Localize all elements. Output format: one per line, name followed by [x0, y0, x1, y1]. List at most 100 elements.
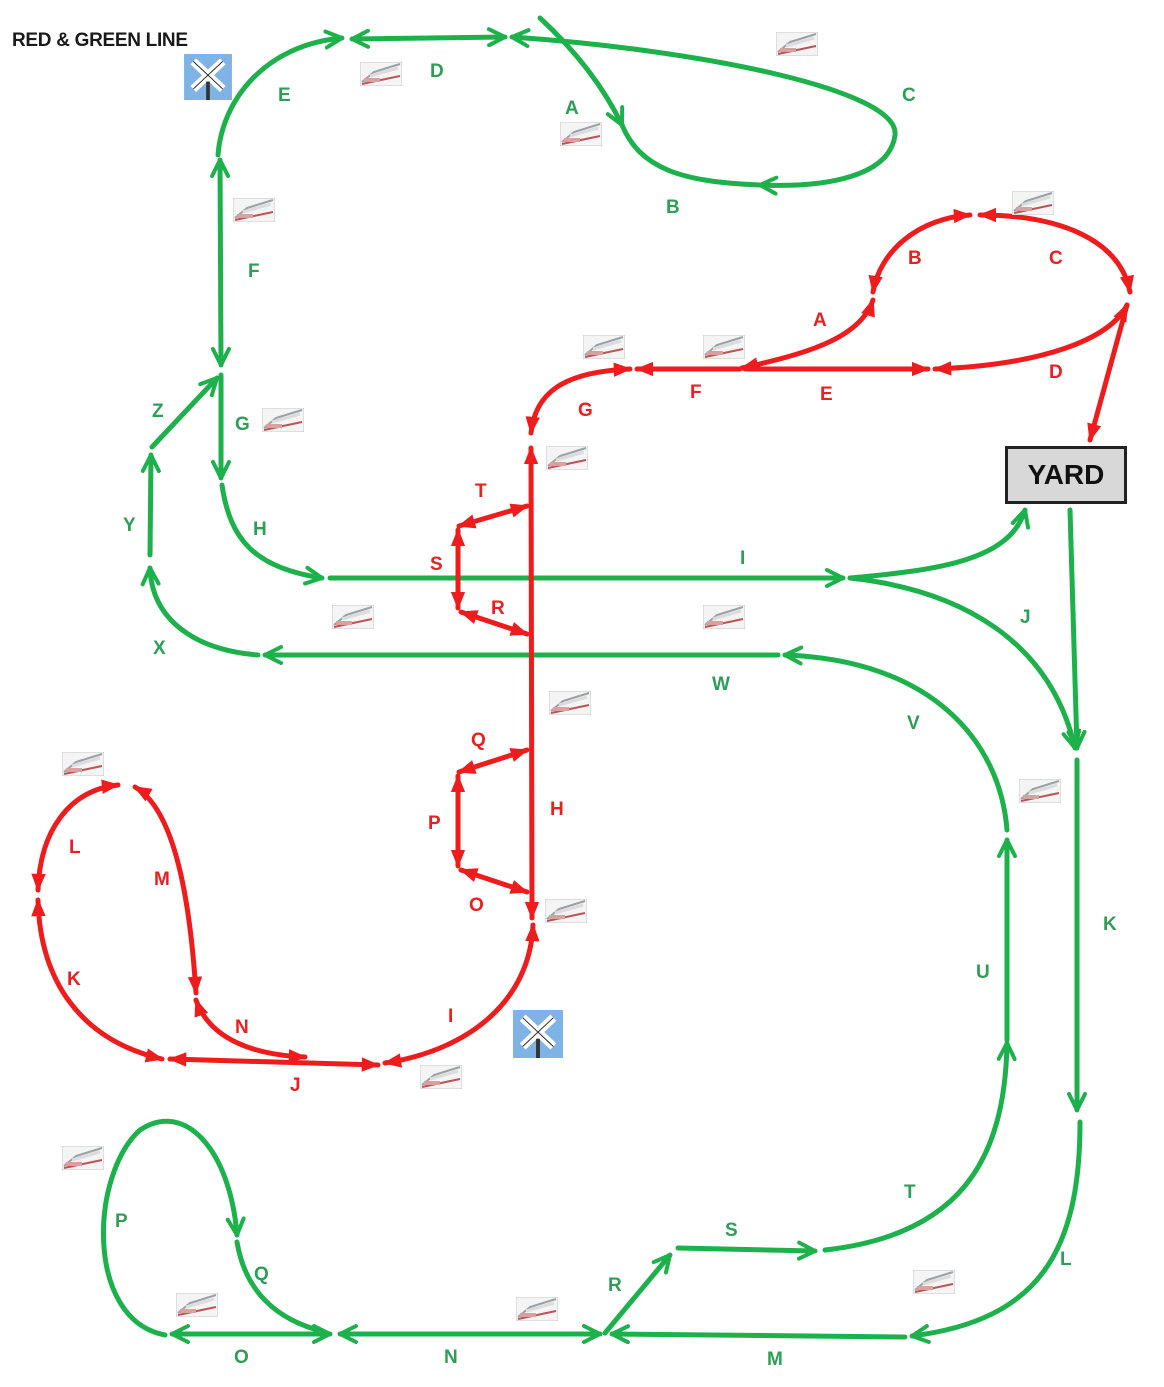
station-photo-icon[interactable] [176, 1293, 218, 1317]
green-track-T [822, 1040, 1017, 1253]
station-photo-icon[interactable] [560, 122, 602, 146]
green-label-X: X [153, 638, 166, 659]
green-label-E: E [278, 85, 291, 106]
red-track-J [167, 1052, 381, 1072]
green-label-S: S [725, 1220, 738, 1241]
red-track-I [382, 922, 540, 1068]
green-label-I: I [740, 548, 745, 569]
red-label-F: F [690, 382, 702, 403]
green-label-R: R [608, 1275, 622, 1296]
red-track-Q [456, 747, 530, 775]
red-label-A: A [813, 310, 827, 331]
red-label-S: S [430, 554, 443, 575]
red-label-L: L [69, 837, 81, 858]
green-label-Z: Z [152, 401, 164, 422]
red-label-J: J [290, 1075, 301, 1096]
station-photo-icon[interactable] [545, 899, 587, 923]
green-track-Z [149, 375, 220, 450]
red-label-H: H [550, 799, 564, 820]
station-photo-icon[interactable] [233, 198, 275, 222]
red-label-C: C [1049, 248, 1063, 269]
green-label-O: O [234, 1347, 249, 1368]
red-label-I: I [448, 1006, 453, 1027]
green-label-A: A [565, 98, 579, 119]
green-track-C [509, 28, 898, 196]
red-label-T: T [475, 481, 487, 502]
red-track-K [31, 897, 165, 1063]
red-track-C [977, 207, 1134, 295]
green-track-V [782, 645, 1010, 833]
station-photo-icon[interactable] [913, 1270, 955, 1294]
green-label-C: C [902, 85, 916, 106]
red-track-H [523, 445, 540, 921]
station-photo-icon[interactable] [62, 752, 104, 776]
green-track-A [537, 15, 625, 128]
red-label-R: R [491, 598, 505, 619]
green-track-S [675, 1240, 818, 1261]
green-label-Y: Y [123, 515, 136, 536]
green-track-yard-exit [1066, 507, 1087, 751]
red-track-yard [1087, 302, 1130, 443]
red-track-A [739, 297, 876, 372]
red-label-M: M [154, 869, 170, 890]
green-label-V: V [907, 713, 920, 734]
green-label-U: U [976, 962, 990, 983]
red-track-M [132, 784, 203, 996]
station-photo-icon[interactable] [546, 446, 588, 470]
green-label-J: J [1020, 607, 1031, 628]
station-photo-icon[interactable] [583, 335, 625, 359]
diagram-title: RED & GREEN LINE [12, 30, 188, 51]
red-label-B: B [908, 248, 922, 269]
station-photo-icon[interactable] [62, 1146, 104, 1170]
station-photo-icon[interactable] [1019, 779, 1061, 803]
station-photo-icon[interactable] [516, 1297, 558, 1321]
green-track-E [215, 29, 345, 158]
red-track-R [458, 609, 530, 637]
red-track-D [932, 302, 1130, 376]
green-track-Y [140, 452, 161, 558]
station-photo-icon[interactable] [703, 605, 745, 629]
green-label-L: L [1060, 1249, 1072, 1270]
green-track-B [619, 122, 763, 188]
station-photo-icon[interactable] [1012, 191, 1054, 215]
green-label-K: K [1103, 914, 1117, 935]
station-photo-icon[interactable] [360, 62, 402, 86]
red-track-L [31, 779, 121, 893]
station-photo-icon[interactable] [420, 1065, 462, 1089]
green-label-T: T [904, 1182, 916, 1203]
green-label-Q: Q [254, 1264, 269, 1285]
green-track-D [349, 27, 508, 49]
red-label-G: G [578, 400, 593, 421]
green-track-X [140, 565, 261, 658]
green-track-I-yard [847, 507, 1031, 581]
red-label-E: E [820, 384, 833, 405]
railroad-crossing-icon [184, 54, 232, 100]
green-label-F: F [248, 261, 260, 282]
green-track-H [219, 482, 325, 586]
red-label-P: P [428, 813, 441, 834]
red-label-Q: Q [471, 730, 486, 751]
red-track-N [193, 997, 308, 1064]
station-photo-icon[interactable] [262, 408, 304, 432]
green-label-B: B [666, 197, 680, 218]
red-track-O [458, 867, 530, 895]
red-label-O: O [469, 895, 484, 916]
station-photo-icon[interactable] [776, 32, 818, 56]
red-track-T [456, 503, 530, 529]
red-label-K: K [67, 969, 81, 990]
red-label-N: N [235, 1017, 249, 1038]
station-photo-icon[interactable] [332, 605, 374, 629]
red-label-D: D [1049, 362, 1063, 383]
station-photo-icon[interactable] [549, 691, 591, 715]
station-photo-icon[interactable] [703, 335, 745, 359]
red-track-G [525, 362, 633, 436]
green-track-F [210, 157, 231, 368]
green-label-H: H [253, 519, 267, 540]
green-track-M [609, 1324, 908, 1345]
yard-box[interactable]: YARD [1005, 446, 1127, 504]
railroad-crossing-icon [513, 1010, 563, 1058]
red-track-B [868, 208, 973, 295]
green-label-W: W [712, 674, 730, 695]
green-label-G: G [235, 414, 250, 435]
